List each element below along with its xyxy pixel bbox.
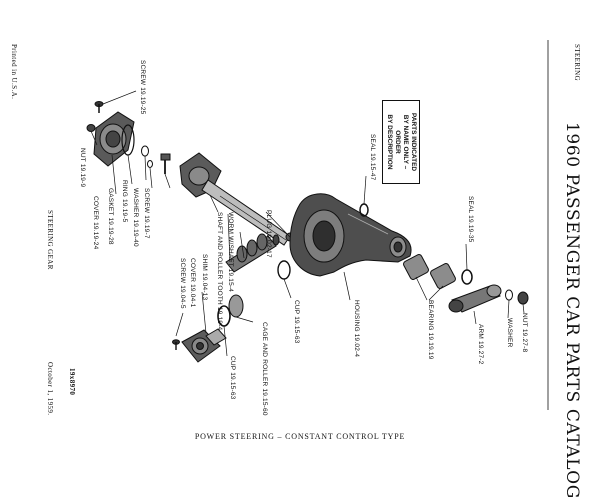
- callout-cover-bottom: COVER 19.04-1: [189, 258, 196, 308]
- shaft-roller-part: [179, 152, 291, 246]
- callout-shaft-roller: SHAFT AND ROLLER TOOTH 19.19-4: [216, 212, 223, 331]
- housing-part: [289, 193, 412, 277]
- group-name: STEERING GEAR: [46, 210, 54, 270]
- issue-date: October 1, 1959.: [46, 362, 54, 416]
- callout-nut-left: NUT 19.19-9: [79, 148, 86, 188]
- callout-screw-top: SCREW 19.19-25: [139, 60, 146, 115]
- catalog-title: 1960 PASSENGER CAR PARTS CATALOG: [562, 122, 582, 499]
- screw-top-part: [94, 101, 104, 113]
- cage-roller-part: [228, 294, 244, 318]
- cover-left-part: [93, 111, 135, 167]
- callout-washer-left: WASHER 19.19-40: [132, 188, 139, 247]
- callout-cage-roller: CAGE AND ROLLER 19.15-60: [261, 322, 268, 416]
- ring-part: [141, 145, 149, 157]
- callout-screw-bottom: SCREW 19.04-5: [179, 258, 186, 309]
- seal-right-part: [461, 269, 473, 285]
- nut-left-part: [86, 124, 96, 132]
- callout-ring: RING 19.19-5: [121, 180, 128, 223]
- order-notice: PARTS INDICATED BY NAME ONLY – ORDER BY …: [382, 100, 420, 184]
- callout-arm: ARM 19.27-2: [477, 324, 484, 365]
- callout-seal-top: SEAL 19.15-47: [369, 134, 376, 181]
- section-name: STEERING: [573, 44, 581, 82]
- worm-shaft-part: [225, 233, 280, 273]
- washer-left-part: [147, 160, 153, 168]
- notice-line-2: BY NAME ONLY – ORDER: [394, 114, 409, 170]
- washer-right-part: [505, 289, 513, 301]
- callout-bearing: BEARING 19.19.19: [427, 300, 434, 360]
- figure-caption: POWER STEERING – CONSTANT CONTROL TYPE: [194, 432, 406, 441]
- shim-part: [205, 328, 227, 346]
- plate-number: 19x8970: [68, 368, 76, 396]
- cup-mid-part: [277, 260, 291, 280]
- callout-plug: PLUG 19.02-17: [265, 210, 272, 258]
- printed-note: Printed in U.S.A.: [10, 44, 18, 100]
- catalog-page: 1960 PASSENGER CAR PARTS CATALOG STEERIN…: [10, 40, 582, 499]
- arm-part: [448, 284, 502, 313]
- callout-cover-left: COVER 19.19-24: [92, 196, 99, 250]
- callout-cup-bottom: CUP 19.15-63: [229, 356, 236, 400]
- callout-gasket: GASKET 19.19-28: [107, 188, 114, 245]
- callout-nut-right: NUT 19.27-8: [521, 313, 528, 353]
- notice-line-1: PARTS INDICATED: [410, 112, 417, 172]
- callout-worm-shaft: WORM W/SHAFT 19.15-4: [227, 212, 234, 293]
- notice-line-3: BY DESCRIPTION: [386, 114, 393, 170]
- nut-right-part: [517, 291, 529, 305]
- callout-washer-right: WASHER: [506, 318, 513, 348]
- callout-seal-right: SEAL 19.19-35: [467, 196, 474, 243]
- seal-top-part: [359, 203, 369, 217]
- screw-left-part: [160, 153, 171, 174]
- bearing-part: [403, 254, 456, 289]
- callout-housing: HOUSING 19.02-4: [353, 300, 360, 358]
- callout-shim: SHIM 19.04-13: [201, 254, 208, 301]
- exploded-parts-illustration: [86, 40, 549, 410]
- callout-screw-left: SCREW 19.19-7: [143, 188, 150, 239]
- callout-cup-mid: CUP 19.15-63: [293, 300, 300, 344]
- screw-bottom-part: [172, 339, 180, 350]
